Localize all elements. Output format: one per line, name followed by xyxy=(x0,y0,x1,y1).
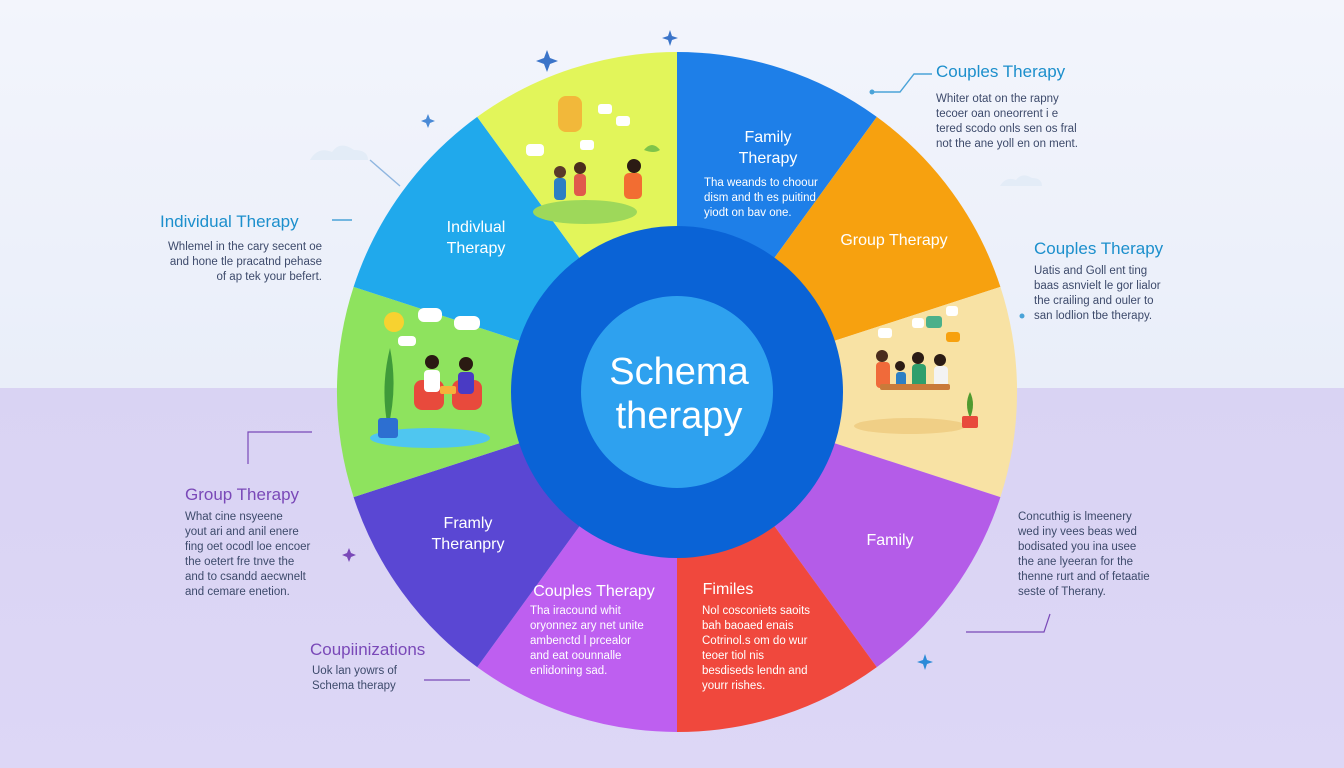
segment-text-couples-bottom: enlidoning sad. xyxy=(530,665,607,677)
segment-text-families-bottom: bah baoaed enais xyxy=(702,620,794,632)
sparkle-icon xyxy=(421,114,435,128)
sparkle-icon xyxy=(536,50,558,72)
segment-text-couples-bottom: and eat oounnalle xyxy=(530,650,621,662)
segment-text-families-bottom: teoer tiol nis xyxy=(702,650,764,662)
segment-label-framly-left: Framly xyxy=(444,515,493,532)
annotation-couples-right-title: Couples Therapy xyxy=(1034,239,1164,258)
annotation-couples-right-text: Uatis and Goll ent ting baas asnvielt le… xyxy=(1034,265,1161,322)
segment-text-family-top: dism and th es puitind xyxy=(704,192,816,204)
segment-text-couples-bottom: Tha iracound whit xyxy=(530,605,622,617)
center-hub: Schema therapy xyxy=(511,226,843,558)
segment-text-family-top: Tha weands to choour xyxy=(704,177,818,189)
illustration-top-people xyxy=(526,96,660,224)
segment-text-families-bottom: yourr rishes. xyxy=(702,680,765,692)
cloud-icon xyxy=(310,145,368,160)
sparkle-icon xyxy=(662,30,678,46)
segment-label-family-top: Therapy xyxy=(739,150,798,167)
segment-label-family-right: Family xyxy=(866,532,913,549)
center-title-line2: therapy xyxy=(616,395,743,437)
annotation-individual-text: Whlemel in the cary secent oe and hone t… xyxy=(167,241,322,283)
segment-label-framly-left: Theranpry xyxy=(432,536,505,553)
illustration-left-people xyxy=(370,308,490,448)
illustration-right-people xyxy=(854,306,978,434)
segment-text-families-bottom: Cotrinol.s om do wur xyxy=(702,635,808,647)
center-title-line1: Schema xyxy=(609,351,749,393)
wheel-segment-illustration-right xyxy=(677,286,1018,498)
segment-text-families-bottom: besdiseds lendn and xyxy=(702,665,808,677)
segment-text-families-bottom: Nol cosconiets saoits xyxy=(702,605,810,617)
annotation-couples-top-text: Whiter otat on the rapny tecoer oan oneo… xyxy=(936,93,1078,150)
annotation-couplinizations-text: Uok lan yowrs of Schema therapy xyxy=(312,665,398,692)
segment-label-individual-left: Therapy xyxy=(447,240,506,257)
segment-text-couples-bottom: ambenctd l prcealor xyxy=(530,635,631,647)
annotation-couplinizations-title: Coupiinizations xyxy=(310,640,426,659)
center-inner-circle xyxy=(581,296,773,488)
segment-label-couples-bottom: Couples Therapy xyxy=(533,583,655,600)
leader-line xyxy=(966,613,1051,633)
leader-line xyxy=(872,73,932,93)
segment-label-individual-left: Indivlual xyxy=(447,219,506,236)
leader-line xyxy=(247,431,312,464)
decorations xyxy=(247,30,1051,681)
segment-label-family-top: Family xyxy=(744,129,791,146)
annotation-concurring-text: Concuthig is lmeenery wed iny vees beas … xyxy=(1018,511,1150,598)
annotation-individual-title: Individual Therapy xyxy=(160,212,299,231)
sparkle-icon xyxy=(917,654,933,670)
segment-label-families-bottom: Fimiles xyxy=(703,581,754,598)
segment-text-couples-bottom: oryonnez ary net unite xyxy=(530,620,644,632)
cloud-icon xyxy=(1000,175,1042,186)
annotation-couples-top-title: Couples Therapy xyxy=(936,62,1066,81)
sparkle-icon xyxy=(342,548,356,562)
segment-label-group-right: Group Therapy xyxy=(840,232,947,249)
annotation-group-left-text: What cine nsyeene yout ari and anil ener… xyxy=(185,511,311,598)
leader-line xyxy=(369,159,401,187)
segment-text-family-top: yiodt on bav one. xyxy=(704,207,792,219)
annotation-group-left-title: Group Therapy xyxy=(185,485,300,504)
